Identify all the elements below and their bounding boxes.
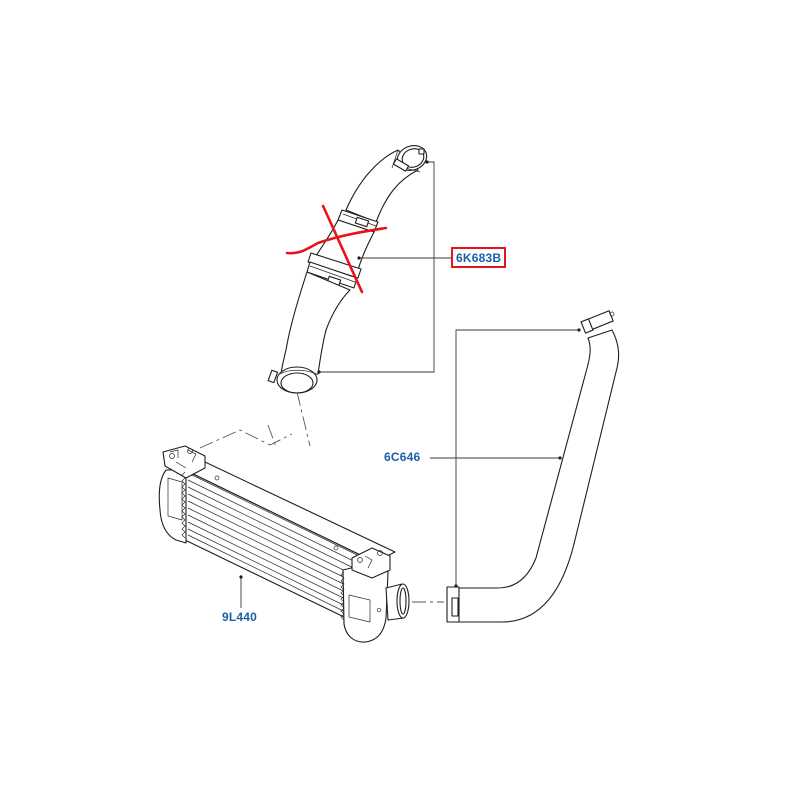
lower-hose-drawing[interactable]	[446, 310, 620, 623]
upper-hose-drawing[interactable]	[267, 142, 430, 394]
intercooler-drawing[interactable]	[158, 445, 410, 643]
red-cross-mark	[285, 204, 388, 294]
alignment-lines-upper	[199, 391, 311, 449]
part-label-intercooler[interactable]: 9L440	[222, 610, 258, 624]
part-label-upper-hose[interactable]: 6K683B	[451, 247, 507, 268]
leader-9L440	[239, 575, 243, 608]
leader-6K683B	[317, 160, 452, 374]
part-label-lower-hose[interactable]: 6C646	[384, 450, 421, 464]
leader-6C646	[430, 328, 581, 588]
